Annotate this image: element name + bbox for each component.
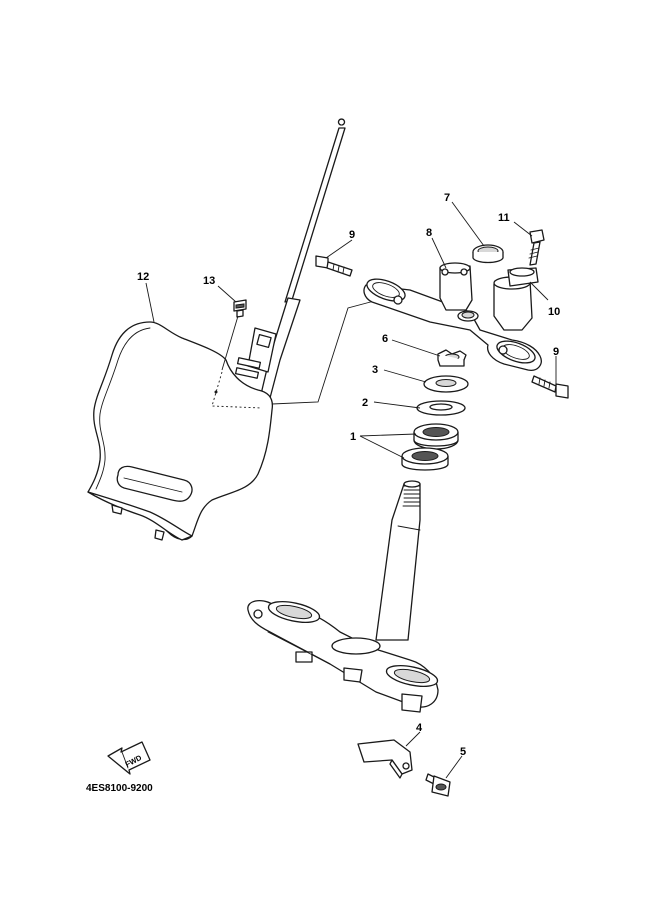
drawing-code: 4ES8100-9200 [86,783,153,794]
bolt-5 [425,773,451,797]
callout-2: 2 [362,397,368,409]
callout-9-lower: 9 [553,346,559,358]
bearing-lower [401,447,449,471]
callout-labels: 1 2 3 4 5 6 7 8 9 9 10 11 12 13 [137,192,560,758]
callout-4: 4 [416,722,423,734]
washer-3 [423,375,469,393]
callout-13: 13 [203,275,215,287]
callout-9-upper: 9 [349,229,355,241]
fwd-arrow-icon: FWD [107,741,151,775]
under-bracket [247,599,439,713]
callout-3: 3 [372,364,378,376]
callout-10: 10 [548,306,560,318]
callout-8: 8 [426,227,432,239]
washer-2 [416,400,466,416]
bolt-13 [233,299,247,318]
callout-12: 12 [137,271,149,283]
bearing-upper [413,423,459,450]
leader-lines [145,201,557,779]
callout-6: 6 [382,333,388,345]
upper-bracket [363,262,542,371]
steering-stem [375,480,421,641]
number-plate [87,118,379,541]
callout-11: 11 [498,212,510,224]
bolt-11 [528,229,545,266]
cap-7 [472,244,504,264]
callout-5: 5 [460,746,466,758]
bolt-9-lower [531,375,569,399]
bolt-9-upper [315,255,353,277]
callout-7: 7 [444,192,450,204]
cable-guide-4 [357,739,413,779]
ring-nut-6 [437,349,467,367]
callout-1: 1 [350,431,356,443]
